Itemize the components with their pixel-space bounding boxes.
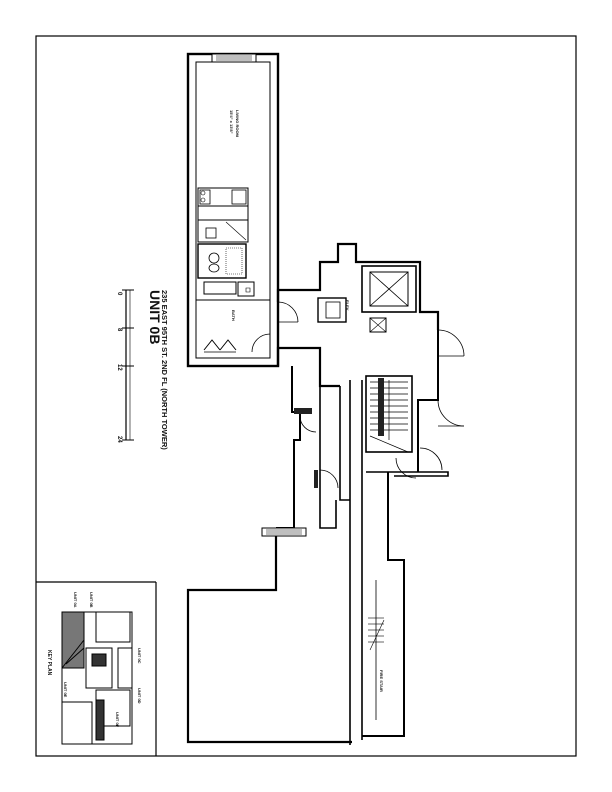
scale-label-0: 0 <box>116 292 122 296</box>
scale-label-2: 12 <box>116 364 122 371</box>
room-label-living: LIVING ROOM <box>235 110 240 138</box>
address-line: 235 EAST 95TH ST. 2ND FL (NORTH TOWER) <box>160 290 169 450</box>
sheet-border <box>35 35 577 757</box>
key-unit-b: UNIT 0B <box>89 592 94 608</box>
scale-label-3: 24 <box>116 436 122 443</box>
room-size-living: 15'4" x 13'8" <box>229 110 234 134</box>
room-label-elev: ELEV <box>345 300 350 311</box>
unit-plan <box>186 52 465 745</box>
room-label-bath: BATH <box>231 310 236 321</box>
scale-label-1: 8 <box>116 328 122 332</box>
room-label-stair: FIRE STAIR <box>379 670 384 692</box>
key-plan-title: KEY PLAN <box>46 650 52 676</box>
unit-title: UNIT 0B <box>147 290 163 344</box>
key-unit-d: UNIT 0D <box>137 688 142 704</box>
key-unit-c: UNIT 0C <box>137 648 142 664</box>
key-unit-a: UNIT 0A <box>73 592 78 608</box>
key-unit-e: UNIT 0E <box>63 682 68 698</box>
key-unit-f: UNIT 0F <box>115 712 120 728</box>
scale-bar <box>122 289 134 441</box>
key-plan <box>36 581 157 756</box>
